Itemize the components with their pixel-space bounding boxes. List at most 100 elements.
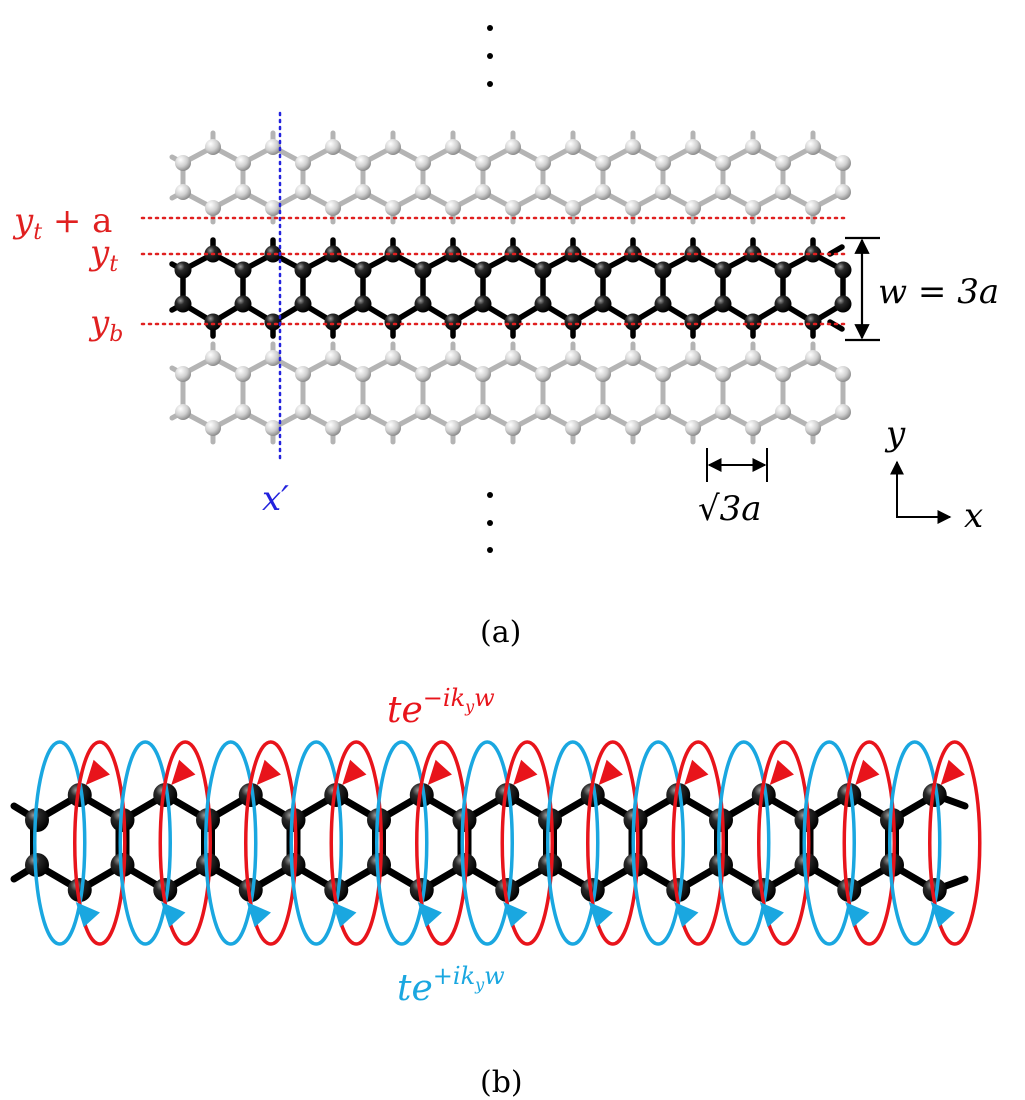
gray-atom	[385, 200, 401, 216]
graphene-lattice	[169, 130, 852, 445]
bottom-hopping-loop	[289, 740, 343, 946]
gray-atom	[235, 366, 251, 382]
gray-atom	[445, 200, 461, 216]
gray-atom	[595, 404, 611, 420]
gray-atom	[655, 366, 671, 382]
gray-atom	[355, 184, 371, 200]
ribbon-atom	[714, 261, 732, 279]
gray-atom	[505, 139, 521, 155]
gray-atom	[685, 350, 701, 366]
gray-atom	[685, 420, 701, 436]
gray-atom	[235, 184, 251, 200]
ribbon-atom	[153, 783, 178, 807]
ribbon-atom	[564, 245, 582, 263]
label-yb: yb	[88, 303, 123, 347]
top-hopping-loop	[500, 740, 554, 946]
top-hopping-loop	[329, 740, 383, 946]
top-vertical-dots	[487, 25, 493, 87]
gray-atom	[265, 420, 281, 436]
gray-atom	[265, 200, 281, 216]
bottom-hopping-loop	[460, 740, 514, 946]
axis-label-y: y	[884, 414, 906, 454]
ribbon-atom	[580, 878, 605, 902]
top-hopping-loop	[757, 740, 811, 946]
ribbon-atom	[264, 313, 282, 331]
ribbon-atom	[837, 783, 862, 807]
top-hopping-arrow	[940, 759, 965, 785]
gray-atom	[475, 366, 491, 382]
bottom-hopping-loop	[717, 740, 771, 946]
background-lattice-bonds	[169, 130, 846, 445]
axis-label-x: x	[964, 496, 983, 536]
gray-atom	[205, 200, 221, 216]
gray-atom	[565, 350, 581, 366]
panel-b: te−ikyw te+ikyw (b)	[10, 684, 982, 1100]
gray-atom	[565, 139, 581, 155]
gray-atom	[385, 420, 401, 436]
gray-atom	[835, 184, 851, 200]
ribbon-atom	[774, 261, 792, 279]
gray-atom	[655, 155, 671, 171]
gray-atom	[355, 366, 371, 382]
top-hopping-arrow	[855, 759, 880, 785]
spacing-marker	[706, 448, 768, 482]
gray-atom	[235, 155, 251, 171]
gray-atom	[295, 366, 311, 382]
gray-atom	[415, 184, 431, 200]
gray-atom	[535, 366, 551, 382]
ribbon-atom	[654, 295, 672, 313]
top-hopping-arrow	[598, 759, 623, 785]
gray-atom	[775, 366, 791, 382]
gray-atom	[835, 366, 851, 382]
ribbon-atoms	[174, 245, 852, 331]
ribbon-atom	[324, 783, 349, 807]
gray-atom	[265, 350, 281, 366]
gray-atom	[505, 350, 521, 366]
ribbon-atom	[834, 295, 852, 313]
gray-atom	[685, 139, 701, 155]
top-hopping-loop	[842, 740, 896, 946]
gray-atom	[295, 184, 311, 200]
ribbon-atom	[751, 878, 776, 902]
ribbon-atom	[504, 313, 522, 331]
gray-atom	[385, 350, 401, 366]
ribbon-atom	[495, 878, 520, 902]
ribbon-atom	[414, 295, 432, 313]
ribbon-atom	[495, 783, 520, 807]
gray-atom	[235, 404, 251, 420]
ribbon-atom	[238, 783, 263, 807]
bottom-hopping-arrow	[161, 902, 186, 928]
bottom-hopping-loop	[204, 740, 258, 946]
bottom-hopping-arrow	[75, 902, 100, 928]
gray-atom	[475, 184, 491, 200]
ribbon-atom	[804, 313, 822, 331]
gray-atom	[415, 155, 431, 171]
bottom-hopping-loop	[33, 740, 87, 946]
hopping-loops	[33, 740, 982, 946]
label-width: w = 3a	[878, 272, 999, 312]
gray-atom	[295, 155, 311, 171]
ribbon-atom	[714, 295, 732, 313]
label-top-hopping: te−ikyw	[387, 684, 495, 731]
top-hopping-loop	[73, 740, 127, 946]
gray-atom	[625, 200, 641, 216]
bottom-hopping-loop	[375, 740, 429, 946]
bottom-hopping-arrow	[588, 902, 613, 928]
gray-atom	[715, 404, 731, 420]
ribbon-atom	[684, 313, 702, 331]
bottom-hopping-arrow	[930, 902, 955, 928]
top-hopping-arrow	[769, 759, 794, 785]
ribbon-atom	[384, 313, 402, 331]
gray-atom	[595, 366, 611, 382]
ribbon-atom	[409, 783, 434, 807]
ribbon-atom	[922, 878, 947, 902]
ribbon-atom	[444, 313, 462, 331]
gray-atom	[655, 184, 671, 200]
label-spacing: √3a	[698, 489, 762, 529]
panel-a: yt + a yt yb x′ w = 3a √3a y x (a)	[12, 25, 999, 650]
ribbon-atom	[751, 783, 776, 807]
ribbon-bonds-b	[10, 791, 969, 894]
bottom-hopping-arrow	[246, 902, 271, 928]
gray-atom	[205, 420, 221, 436]
top-hopping-arrow	[342, 759, 367, 785]
